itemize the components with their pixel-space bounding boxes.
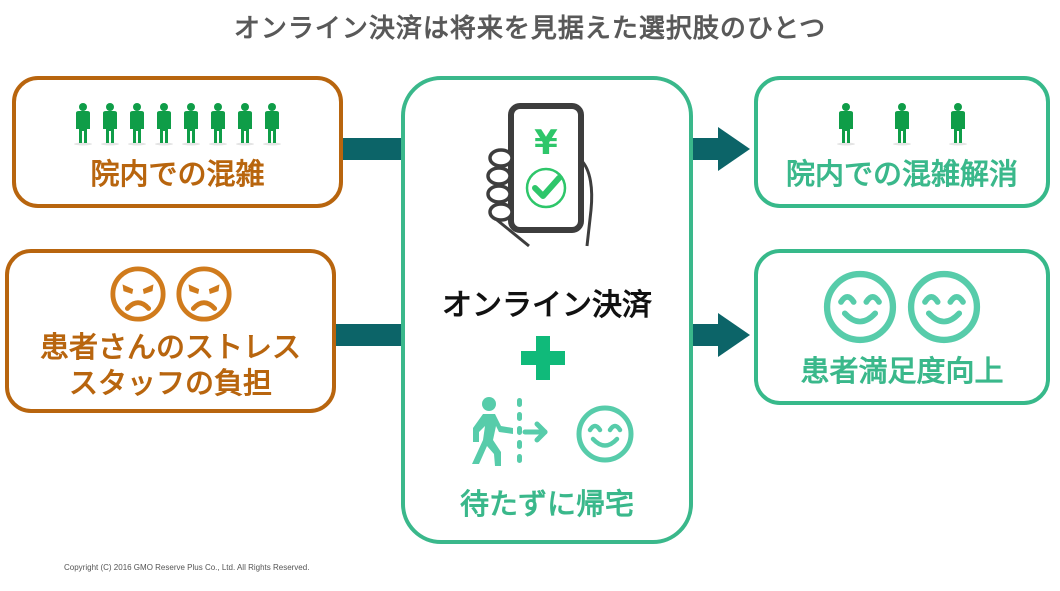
- arrow-right-bottom: [718, 313, 750, 357]
- person-icon: [128, 103, 146, 146]
- page-title: オンライン決済は将来を見据えた選択肢のひとつ: [233, 14, 827, 44]
- angry-faces: [9, 265, 332, 323]
- smartphone-payment-icon: ¥: [486, 103, 594, 248]
- smile-face-icon: [907, 270, 981, 344]
- connector-left-top: [340, 138, 404, 160]
- person-icon: [155, 103, 173, 146]
- go-home-without-waiting-label: 待たずに帰宅: [459, 487, 634, 521]
- problem-congestion-card: 院内での混雑: [12, 76, 343, 208]
- smile-face-icon: [576, 405, 634, 463]
- problem-stress-label-line1: 患者さんのストレス: [39, 330, 301, 364]
- walk-out-icon: [472, 397, 548, 466]
- person-icon: [837, 103, 855, 146]
- yen-symbol: ¥: [534, 123, 558, 163]
- connector-right-top: [691, 138, 721, 160]
- person-icon: [209, 103, 227, 146]
- solution-online-payment-card: ¥ オンライン決済 待たずに帰宅: [401, 76, 693, 544]
- problem-congestion-label: 院内での混雑: [90, 157, 265, 191]
- result-congestion-resolved-card: 院内での混雑解消: [754, 76, 1050, 208]
- online-payment-label: オンライン決済: [442, 288, 652, 323]
- person-icon: [236, 103, 254, 146]
- arrow-right-top: [718, 127, 750, 171]
- smile-faces: [758, 269, 1046, 345]
- copyright-text: Copyright (C) 2016 GMO Reserve Plus Co.,…: [64, 563, 310, 572]
- person-icon: [182, 103, 200, 146]
- connector-left-bottom: [334, 324, 404, 346]
- plus-icon: [521, 336, 565, 380]
- person-icon: [101, 103, 119, 146]
- result-satisfaction-card: 患者満足度向上: [754, 249, 1050, 405]
- people-group: [758, 102, 1046, 146]
- person-icon: [263, 103, 281, 146]
- smile-face-icon: [823, 270, 897, 344]
- person-icon: [74, 103, 92, 146]
- person-icon: [893, 103, 911, 146]
- angry-face-icon: [175, 266, 232, 322]
- connector-right-bottom: [691, 324, 721, 346]
- problem-stress-label-line2: スタッフの負担: [68, 366, 272, 400]
- people-group: [16, 102, 339, 146]
- problem-stress-card: 患者さんのストレス スタッフの負担: [5, 249, 336, 413]
- angry-face-icon: [109, 266, 166, 322]
- person-icon: [949, 103, 967, 146]
- result-congestion-resolved-label: 院内での混雑解消: [785, 157, 1018, 191]
- result-satisfaction-label: 患者満足度向上: [800, 354, 1004, 388]
